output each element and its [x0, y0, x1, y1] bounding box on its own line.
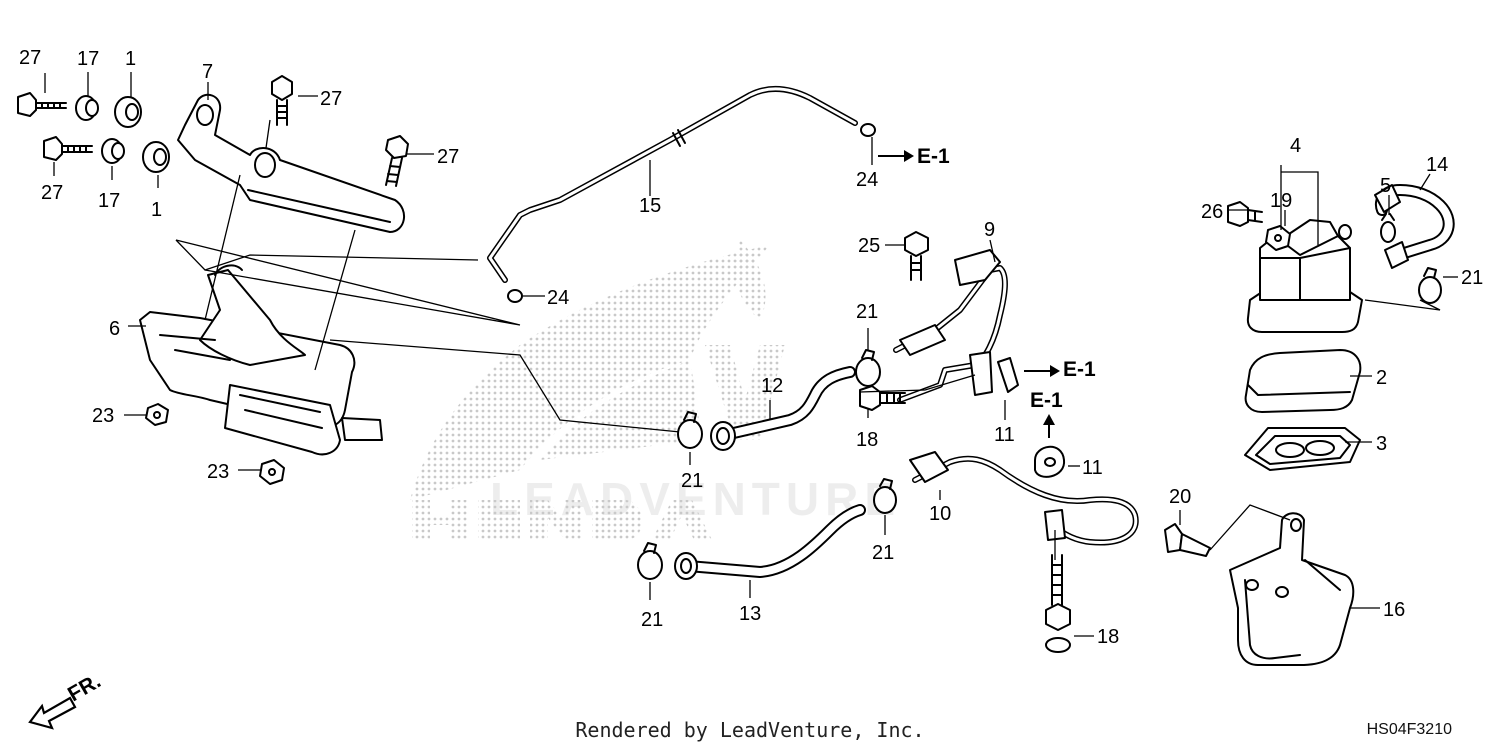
footer-credit: Rendered by LeadVenture, Inc.: [575, 718, 925, 742]
callout-27: 27: [41, 182, 63, 204]
callout-10: 10: [929, 503, 951, 525]
callout-27: 27: [320, 88, 342, 110]
diagram-code: HS04F3210: [1366, 721, 1452, 738]
callout-20: 20: [1169, 486, 1191, 508]
callout-17: 17: [98, 190, 120, 212]
clamp-21-hose12-left[interactable]: [677, 411, 703, 449]
reference-e1-mid: E-1: [1063, 358, 1096, 381]
hose-13[interactable]: [674, 504, 866, 580]
callout-18: 18: [856, 429, 878, 451]
callout-1: 1: [151, 199, 162, 221]
callout-21: 21: [641, 609, 663, 631]
collar-17-lower[interactable]: [101, 138, 125, 164]
callout-16: 16: [1383, 599, 1405, 621]
gasket-11-lower[interactable]: [1034, 445, 1066, 478]
nut-19[interactable]: [1265, 225, 1291, 251]
reference-e1-top: E-1: [917, 145, 950, 168]
leader-lines-right: [1179, 165, 1458, 609]
callout-3: 3: [1376, 433, 1387, 455]
clip-24-lower[interactable]: [507, 289, 523, 303]
callout-9: 9: [984, 219, 995, 241]
hose-14[interactable]: [1374, 184, 1455, 269]
clamp-21-pipe10[interactable]: [873, 478, 897, 514]
callout-23: 23: [207, 461, 229, 483]
callout-27: 27: [19, 47, 41, 69]
callout-13: 13: [739, 603, 761, 625]
bolt-26[interactable]: [1227, 201, 1263, 227]
canister-body-4[interactable]: [1246, 219, 1363, 333]
hose-12[interactable]: [710, 366, 856, 451]
callout-19: 19: [1270, 190, 1292, 212]
callout-1: 1: [125, 48, 136, 70]
filter-case-3[interactable]: [1244, 427, 1361, 471]
reference-e1-low: E-1: [1030, 389, 1063, 412]
callout-4: 4: [1290, 135, 1301, 157]
callout-14: 14: [1426, 154, 1448, 176]
bolt-25[interactable]: [904, 231, 929, 281]
bolt-27-right-center[interactable]: [385, 135, 409, 187]
leader-lines-center: [649, 239, 1094, 637]
callout-labels: 27 17 1 7 27 27 27 17 1 6 23 23 15 24 24…: [19, 47, 1483, 648]
callout-26: 26: [1201, 201, 1223, 223]
bracket-7[interactable]: [177, 93, 405, 233]
callout-24: 24: [547, 287, 569, 309]
nut-23-lower[interactable]: [259, 459, 285, 485]
clip-5[interactable]: [1380, 213, 1396, 243]
clamp-21-hose13[interactable]: [637, 542, 663, 580]
callout-25: 25: [858, 235, 880, 257]
leader-lines-tube: [523, 137, 914, 297]
gasket-11-upper[interactable]: [997, 357, 1019, 393]
breather-tube-15[interactable]: [487, 85, 858, 283]
valve-assembly-6[interactable]: [139, 264, 383, 456]
callout-24: 24: [856, 169, 878, 191]
pipe-10[interactable]: [909, 451, 1139, 546]
callout-11: 11: [1082, 457, 1103, 479]
clip-20[interactable]: [1164, 523, 1211, 557]
callout-15: 15: [639, 195, 661, 217]
nut-23-upper[interactable]: [145, 403, 169, 426]
grommet-1-lower[interactable]: [142, 141, 170, 173]
callout-21: 21: [1461, 267, 1483, 289]
callout-21: 21: [681, 470, 703, 492]
clamp-21-hose14[interactable]: [1418, 267, 1442, 304]
clip-24-upper[interactable]: [860, 123, 876, 137]
callout-5: 5: [1380, 175, 1391, 197]
honda-wing-watermark: [410, 240, 785, 540]
callout-21: 21: [872, 542, 894, 564]
callout-23: 23: [92, 405, 114, 427]
bolt-27-upper-left[interactable]: [17, 92, 67, 117]
bolt-27-top-center[interactable]: [271, 75, 293, 126]
cover-16[interactable]: [1229, 512, 1355, 666]
callout-2: 2: [1376, 367, 1387, 389]
bolt-27-lower-left[interactable]: [43, 136, 93, 161]
callout-18: 18: [1097, 626, 1119, 648]
leader-lines-left: [44, 72, 681, 471]
callout-17: 17: [77, 48, 99, 70]
pipe-bracket-9[interactable]: [893, 249, 1008, 403]
callout-7: 7: [202, 61, 213, 83]
callout-27: 27: [437, 146, 459, 168]
filter-pad-2[interactable]: [1244, 349, 1362, 413]
callout-21: 21: [856, 301, 878, 323]
callout-12: 12: [761, 375, 783, 397]
collar-17-upper[interactable]: [75, 95, 99, 121]
bolt-18-lower[interactable]: [1045, 554, 1071, 653]
callout-11: 11: [994, 424, 1015, 446]
reference-labels: E-1 E-1 E-1: [917, 145, 1096, 412]
clamp-21-hose12-right[interactable]: [855, 349, 881, 387]
grommet-1-upper[interactable]: [114, 96, 142, 128]
callout-6: 6: [109, 318, 120, 340]
